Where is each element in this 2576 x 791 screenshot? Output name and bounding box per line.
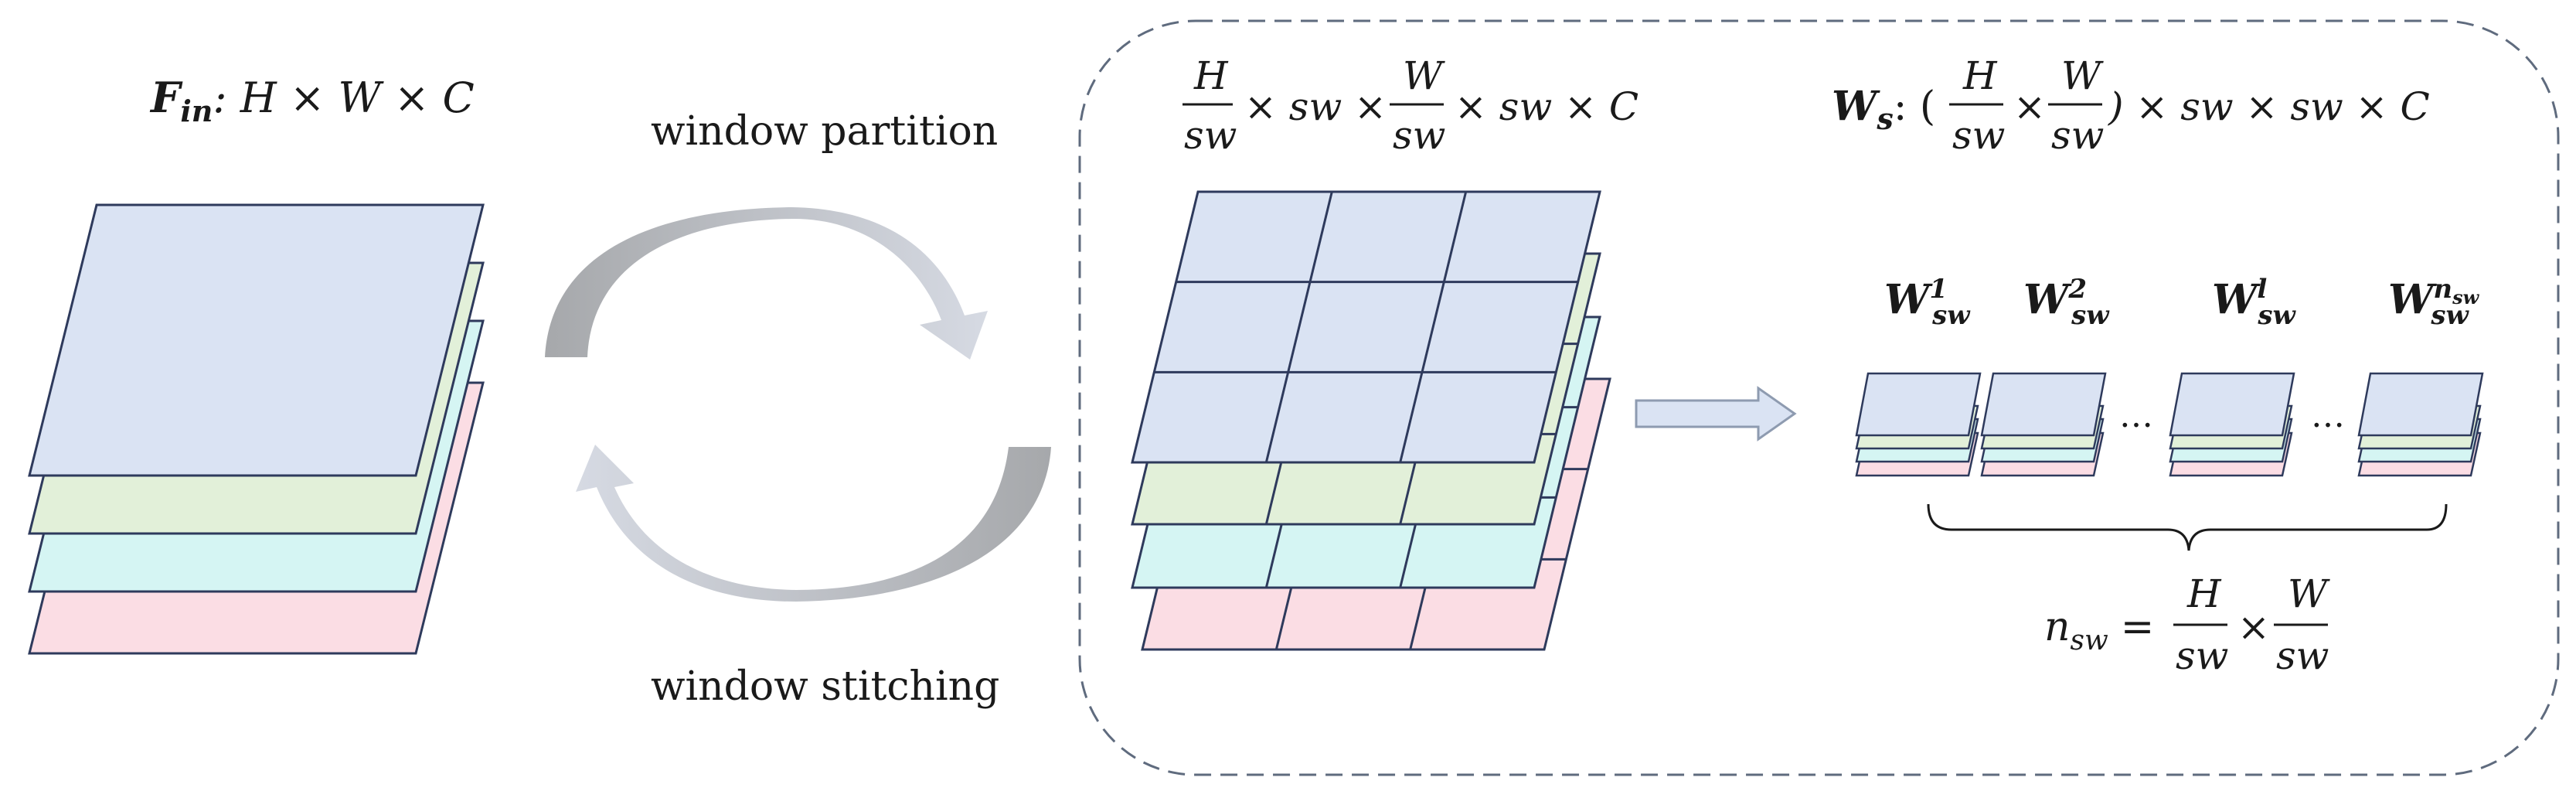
- grid-formula-den2: sw: [1393, 113, 1445, 158]
- window-stack-4: [2357, 372, 2484, 477]
- count-formula-den1: sw: [2176, 633, 2228, 678]
- window-layer-blue: [1980, 372, 2107, 437]
- window-stacks: [1855, 372, 2484, 477]
- ws-formula-num2: W: [2061, 53, 2104, 98]
- count-formula-times: ×: [2237, 605, 2270, 650]
- grid-formula-num1: H: [1193, 53, 1229, 98]
- windows-arrow: [1635, 386, 1797, 442]
- gridded-feature-stack: [1131, 190, 1611, 651]
- partition-arrow: [545, 207, 988, 360]
- ellipsis-1: …: [2119, 396, 2153, 435]
- partition-label: window partition: [651, 108, 998, 155]
- grid-formula-den1: sw: [1184, 113, 1237, 158]
- window-layer-blue: [1855, 372, 1982, 437]
- ws-formula-times: ×: [2013, 84, 2046, 129]
- stitching-arrow: [576, 445, 1051, 602]
- ws-formula-lead: Ws: (: [1832, 83, 1935, 136]
- window-stack-2: [1980, 372, 2107, 477]
- window-stack-3: [2169, 372, 2295, 477]
- grid-layer-blue-vline: [1399, 191, 1468, 463]
- input-layer-blue: [28, 203, 485, 477]
- grid-formula-mid: × sw ×: [1244, 84, 1387, 129]
- window-layer-blue: [2169, 372, 2295, 437]
- window-layer-blue: [2357, 372, 2484, 437]
- grid-layer-blue-vline: [1264, 191, 1333, 463]
- partition-arrow-body: [545, 207, 988, 360]
- count-formula-num2: W: [2288, 571, 2330, 616]
- ws-formula-den2: sw: [2051, 113, 2104, 158]
- window-stack-1: [1855, 372, 1982, 477]
- grid-layer-blue: [1131, 190, 1601, 464]
- ws-formula-den1: sw: [1952, 113, 2005, 158]
- ellipsis-2: …: [2311, 396, 2345, 435]
- input-feature-stack: [28, 203, 485, 655]
- window-count-formula: nsw= H sw × W sw: [2044, 571, 2330, 678]
- input-shape-label: Fin: H × W × C: [149, 73, 475, 128]
- grid-shape-formula: H sw × sw × W sw × sw × C: [1183, 53, 1638, 158]
- count-formula-num1: H: [2186, 571, 2222, 616]
- ws-formula-tail: ) × sw × sw × C: [2108, 84, 2430, 129]
- ws-formula-num1: H: [1962, 53, 1998, 98]
- partition-region-box: [1078, 19, 2560, 776]
- count-formula-den2: sw: [2276, 633, 2329, 678]
- grid-formula-num2: W: [1403, 53, 1445, 98]
- windows-shape-formula: Ws: ( H sw × W sw ) × sw × sw × C: [1832, 53, 2430, 158]
- grid-formula-tail: × sw × C: [1455, 84, 1638, 129]
- stitching-label: window stitching: [651, 663, 999, 710]
- count-formula-lhs: nsw=: [2044, 604, 2154, 656]
- stitching-arrow-body: [576, 445, 1051, 602]
- window-count-brace: [1927, 503, 2448, 551]
